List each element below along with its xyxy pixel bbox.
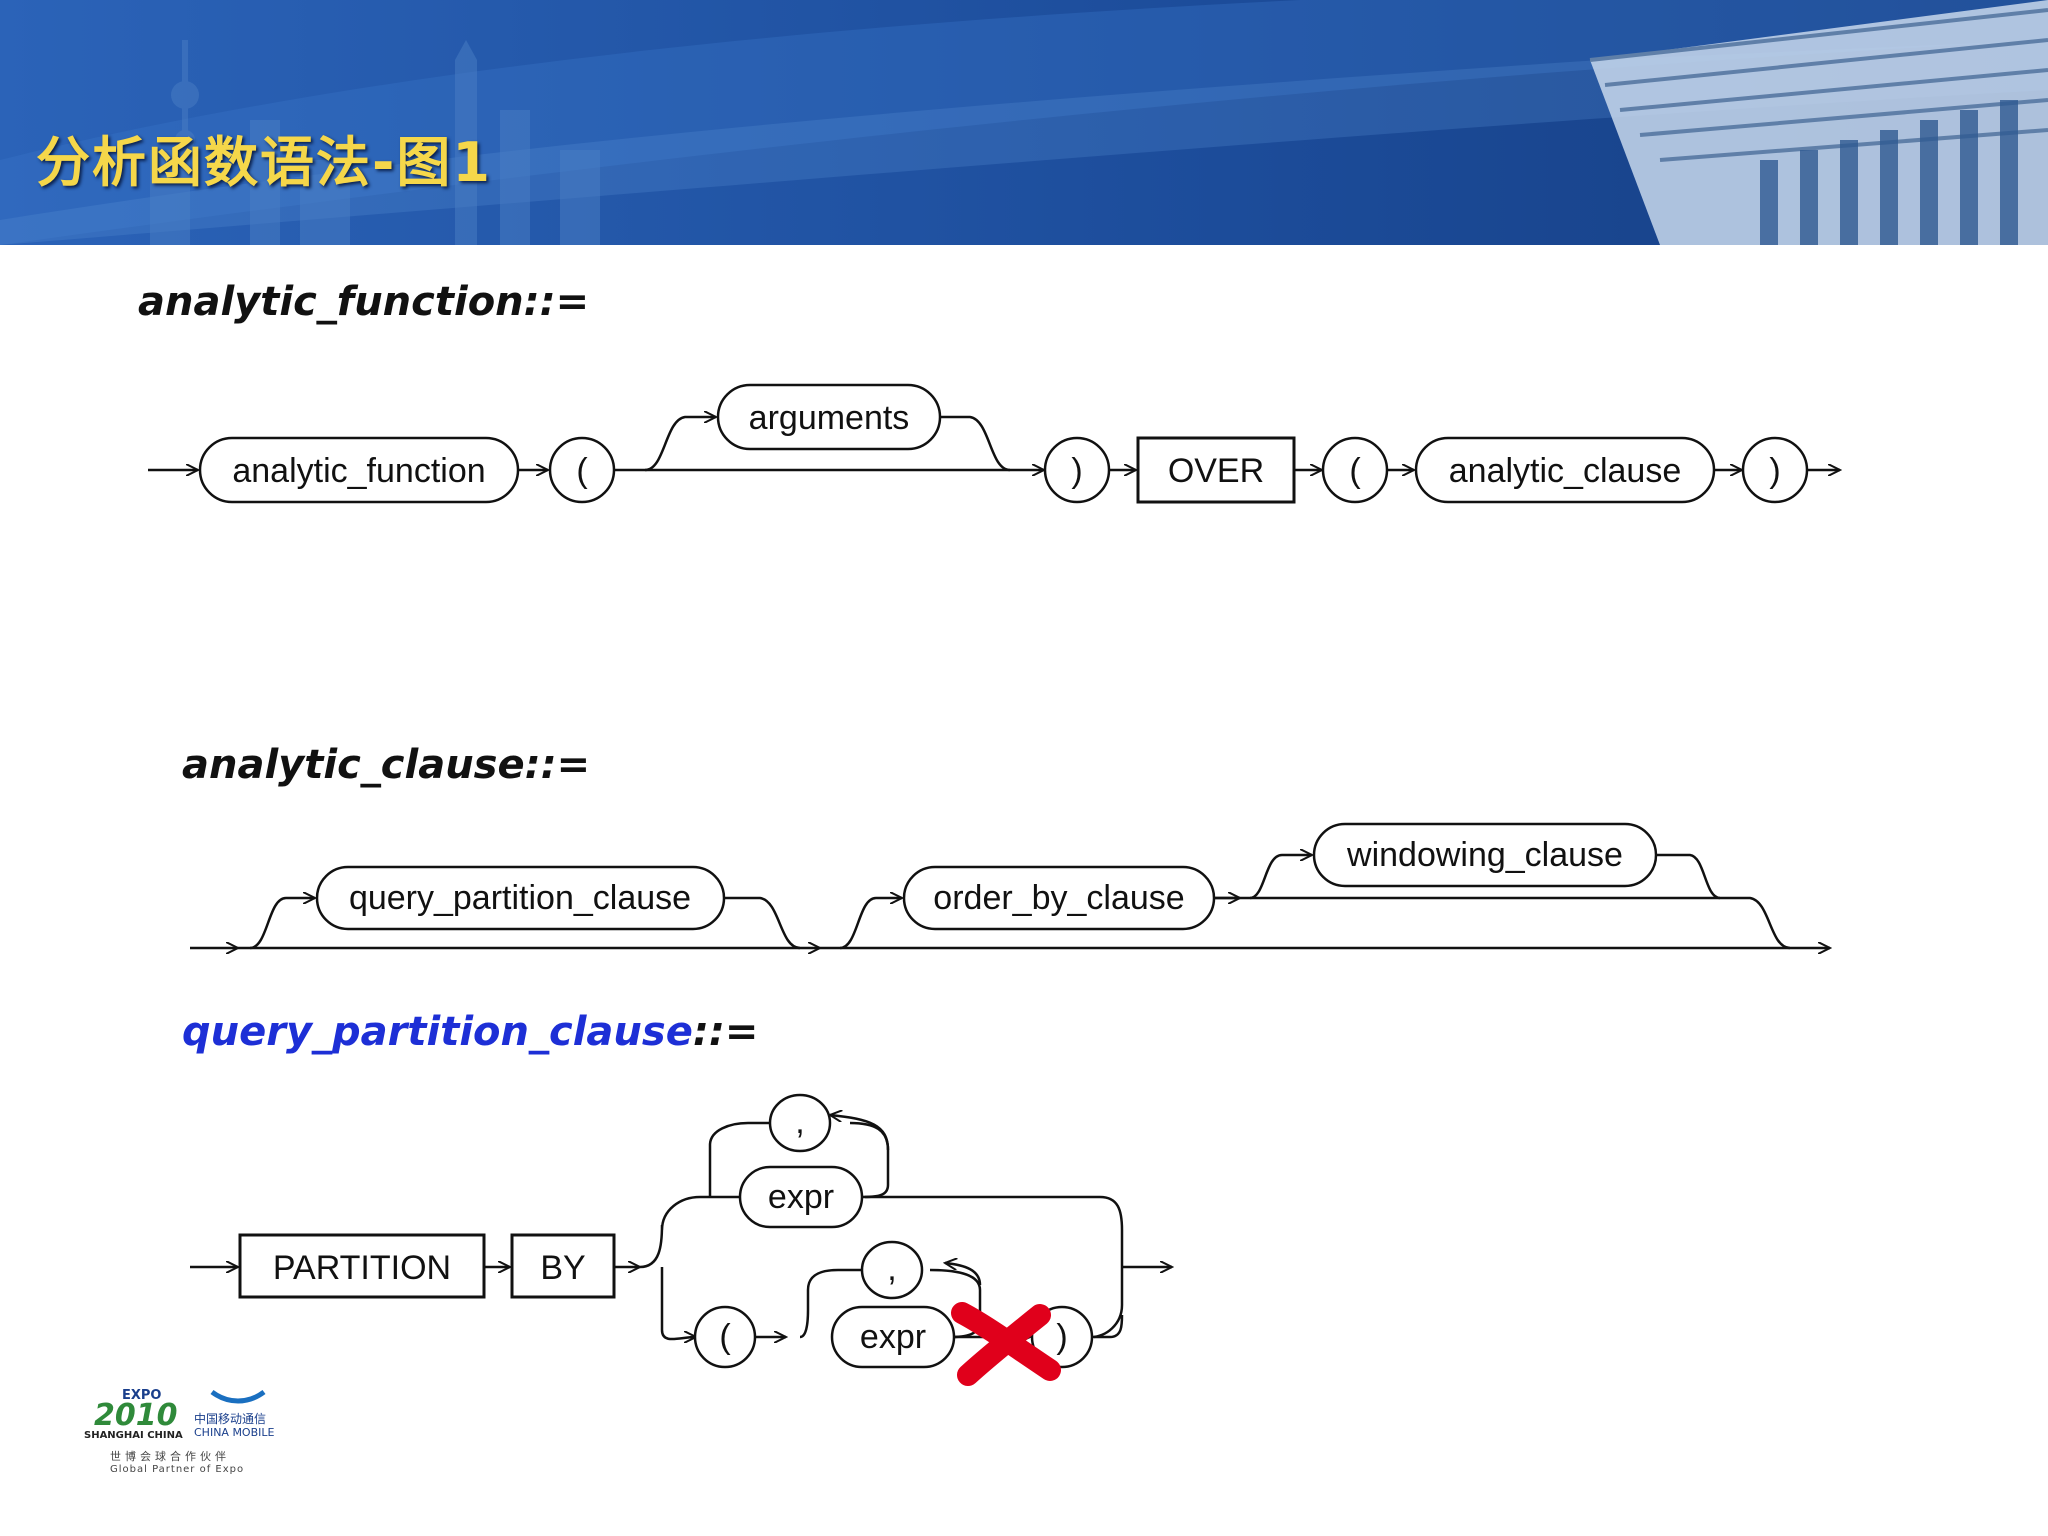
red-x-mark-icon (951, 1302, 1061, 1386)
logo-partner-cn: 中国移动通信 (194, 1412, 267, 1426)
oval-open-paren-partition: ( (693, 1305, 757, 1369)
oval-arguments: arguments (716, 383, 942, 451)
oval-open-paren: ( (548, 436, 616, 504)
expo-logo: EXPO 2010 SHANGHAI CHINA 中国移动通信 CHINA MO… (82, 1388, 292, 1488)
banner-artwork (0, 0, 2048, 245)
china-pavilion-image (1589, 0, 2048, 245)
oval-comma-bottom: , (860, 1240, 924, 1300)
oval-close-paren-2: ) (1741, 436, 1809, 504)
oval-label: ( (719, 1318, 731, 1356)
rule-title-main: query_partition_clause (182, 1009, 693, 1055)
rule-title-query-partition-clause: query_partition_clause::= (182, 1009, 758, 1055)
oval-label: ) (1769, 452, 1780, 490)
oval-label: ) (1071, 452, 1082, 490)
oval-label: arguments (749, 399, 910, 437)
oval-comma-top: , (768, 1093, 832, 1153)
oval-label: ) (1056, 1318, 1067, 1356)
analytic-function-rule: analytic_function::= analytic_function ( (138, 279, 1840, 504)
oval-label: ( (576, 452, 588, 490)
box-label: BY (540, 1249, 585, 1287)
oval-open-paren-2: ( (1321, 436, 1389, 504)
oval-label: query_partition_clause (349, 879, 691, 917)
logo-city: SHANGHAI CHINA (84, 1430, 183, 1441)
analytic-clause-rule: analytic_clause::= query_partition_claus… (182, 742, 1830, 948)
oval-order-by-clause: order_by_clause (902, 865, 1216, 931)
oval-label: , (887, 1250, 896, 1288)
oval-label: analytic_clause (1449, 452, 1681, 490)
oval-analytic-clause: analytic_clause (1414, 436, 1716, 504)
syntax-diagrams: analytic_function::= analytic_function ( (138, 279, 2048, 1386)
logo-year: 2010 (94, 1398, 178, 1433)
rule-title-suffix: ::= (693, 1009, 759, 1055)
oval-label: analytic_function (232, 452, 485, 490)
box-label: PARTITION (273, 1249, 451, 1287)
oval-label: windowing_clause (1346, 836, 1623, 874)
rule-title-analytic-function: analytic_function::= (138, 279, 589, 325)
header-banner: 分析函数语法-图1 (0, 0, 2048, 245)
oval-label: expr (860, 1318, 926, 1356)
oval-label: ( (1349, 452, 1361, 490)
oval-label: , (795, 1103, 804, 1141)
rule-title-analytic-clause: analytic_clause::= (182, 742, 590, 788)
oval-expr-top: expr (738, 1165, 864, 1229)
slide-title: 分析函数语法-图1 (36, 131, 492, 194)
oval-query-partition-clause: query_partition_clause (315, 865, 726, 931)
oval-label: order_by_clause (933, 879, 1184, 917)
box-partition: PARTITION (238, 1233, 486, 1299)
box-by: BY (510, 1233, 616, 1299)
oval-windowing-clause: windowing_clause (1312, 822, 1658, 888)
oval-expr-bottom: expr (830, 1305, 956, 1369)
china-mobile-swoosh-icon (210, 1389, 266, 1404)
oval-label: expr (768, 1178, 834, 1216)
logo-partner-en: CHINA MOBILE (194, 1426, 275, 1439)
box-label: OVER (1168, 452, 1264, 490)
box-over: OVER (1136, 436, 1296, 504)
logo-tagline-cn: 世博会球合作伙伴 (110, 1450, 230, 1463)
oval-analytic-function: analytic_function (198, 436, 520, 504)
logo-expo: EXPO (122, 1388, 162, 1403)
logo-tagline-en: Global Partner of Expo (110, 1464, 245, 1475)
oval-close-paren: ) (1043, 436, 1111, 504)
query-partition-clause-rule: query_partition_clause::= PARTITION (182, 1009, 1172, 1386)
